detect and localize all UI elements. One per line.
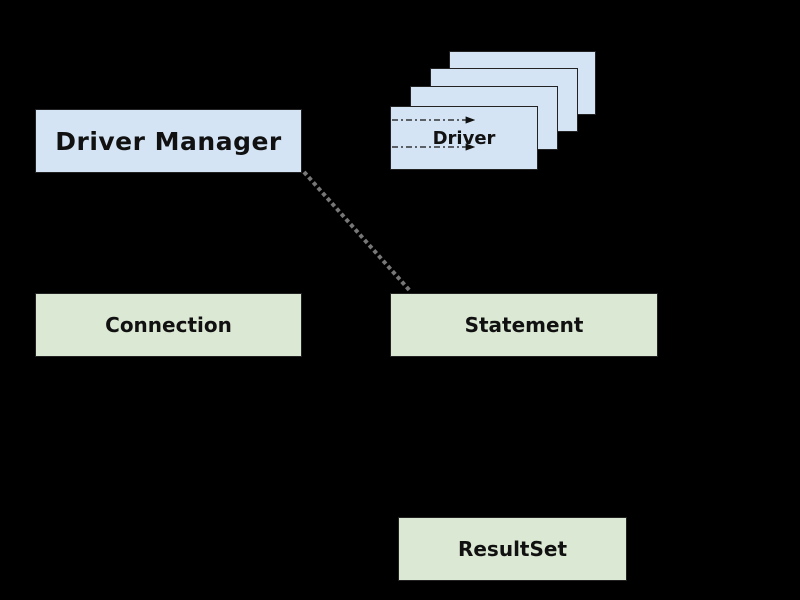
driver-box: Driver — [390, 106, 538, 170]
driver-manager-label: Driver Manager — [55, 126, 282, 156]
connection-label: Connection — [105, 313, 232, 337]
resultset-box: ResultSet — [398, 517, 627, 581]
resultset-label: ResultSet — [457, 537, 568, 561]
driver-manager-box: Driver Manager — [35, 109, 302, 173]
connection-box: Connection — [35, 293, 302, 357]
driver-label: Driver — [432, 127, 496, 149]
driver-manager-to-statement-connector — [302, 170, 413, 294]
statement-box: Statement — [390, 293, 658, 357]
statement-label: Statement — [464, 313, 584, 337]
